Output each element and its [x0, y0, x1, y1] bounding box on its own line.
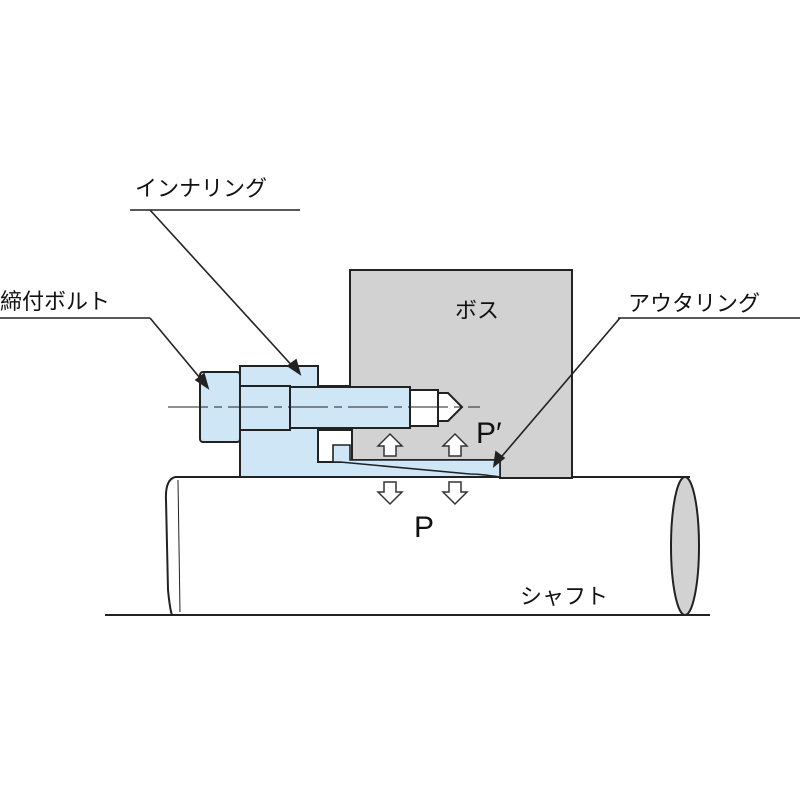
clamping-bolt	[199, 371, 464, 443]
shaft-end-section	[670, 476, 700, 616]
leader-lines	[0, 209, 800, 468]
label-inner-ring: インナリング	[135, 177, 267, 202]
shaft	[105, 476, 710, 616]
label-bolt: 締付ボルト	[0, 290, 110, 315]
arrow-down-icon	[441, 481, 469, 506]
pressure-arrows	[376, 432, 469, 506]
arrow-down-icon	[376, 481, 404, 506]
outer-ring	[332, 444, 501, 478]
arrow-up-icon	[376, 432, 404, 457]
bolt-thread	[409, 389, 439, 427]
label-boss: ボス	[455, 299, 499, 324]
label-shaft: シャフト	[520, 585, 608, 610]
label-p-prime: P′	[476, 417, 502, 450]
arrow-up-icon	[441, 432, 469, 457]
label-outer-ring: アウタリング	[628, 292, 760, 317]
label-p: P	[414, 511, 434, 544]
